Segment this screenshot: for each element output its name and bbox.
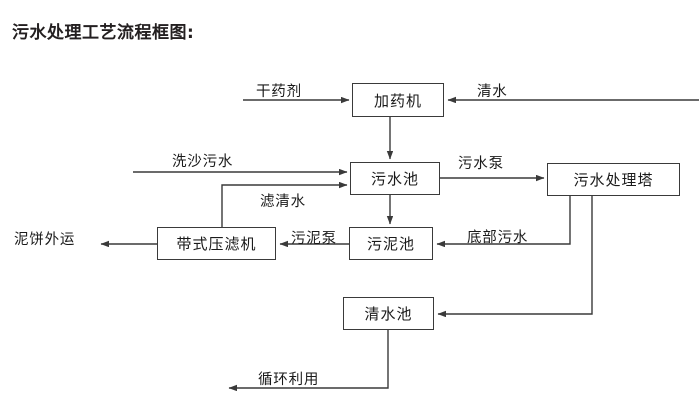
node-sewage-treatment-tower[interactable]: 污水处理塔 — [547, 163, 680, 196]
edge-label-bottom-sewage: 底部污水 — [467, 230, 529, 246]
edge-label-recycling-reuse: 循环利用 — [258, 372, 320, 388]
node-label: 污泥池 — [366, 235, 415, 253]
page-title: 污水处理工艺流程框图: — [12, 23, 195, 43]
edge-label-clean-water-in: 清水 — [477, 84, 508, 100]
edge-label-dry-reagent: 干药剂 — [256, 84, 302, 100]
edge-treatment-tower-to-clean-water-pool — [437, 196, 593, 318]
edge-label-sand-washing-sewage: 洗沙污水 — [172, 154, 234, 170]
node-sewage-pool[interactable]: 污水池 — [350, 162, 440, 195]
node-belt-filter-press[interactable]: 带式压滤机 — [157, 227, 276, 260]
node-label: 污水处理塔 — [573, 171, 654, 189]
edge-clean-water-pool-to-recycling-reuse — [228, 330, 389, 392]
edge-filtered-clear-water-to-sewage-pool — [221, 181, 348, 227]
node-clean-water-pool[interactable]: 清水池 — [343, 297, 434, 330]
node-label: 清水池 — [364, 305, 413, 323]
node-label: 加药机 — [373, 91, 422, 110]
edge-label-mud-cake-transport: 泥饼外运 — [14, 232, 76, 248]
node-label: 带式压滤机 — [176, 235, 257, 253]
node-sludge-pool[interactable]: 污泥池 — [349, 227, 433, 260]
edge-label-sewage-pump: 污水泵 — [458, 156, 504, 172]
node-dosing-machine[interactable]: 加药机 — [352, 83, 444, 117]
edge-bottom-sewage-to-sludge-pool — [436, 196, 571, 248]
edge-label-filtered-clear-water: 滤清水 — [260, 194, 306, 210]
edge-label-sludge-pump: 污泥泵 — [291, 231, 337, 247]
node-label: 污水池 — [370, 170, 419, 188]
